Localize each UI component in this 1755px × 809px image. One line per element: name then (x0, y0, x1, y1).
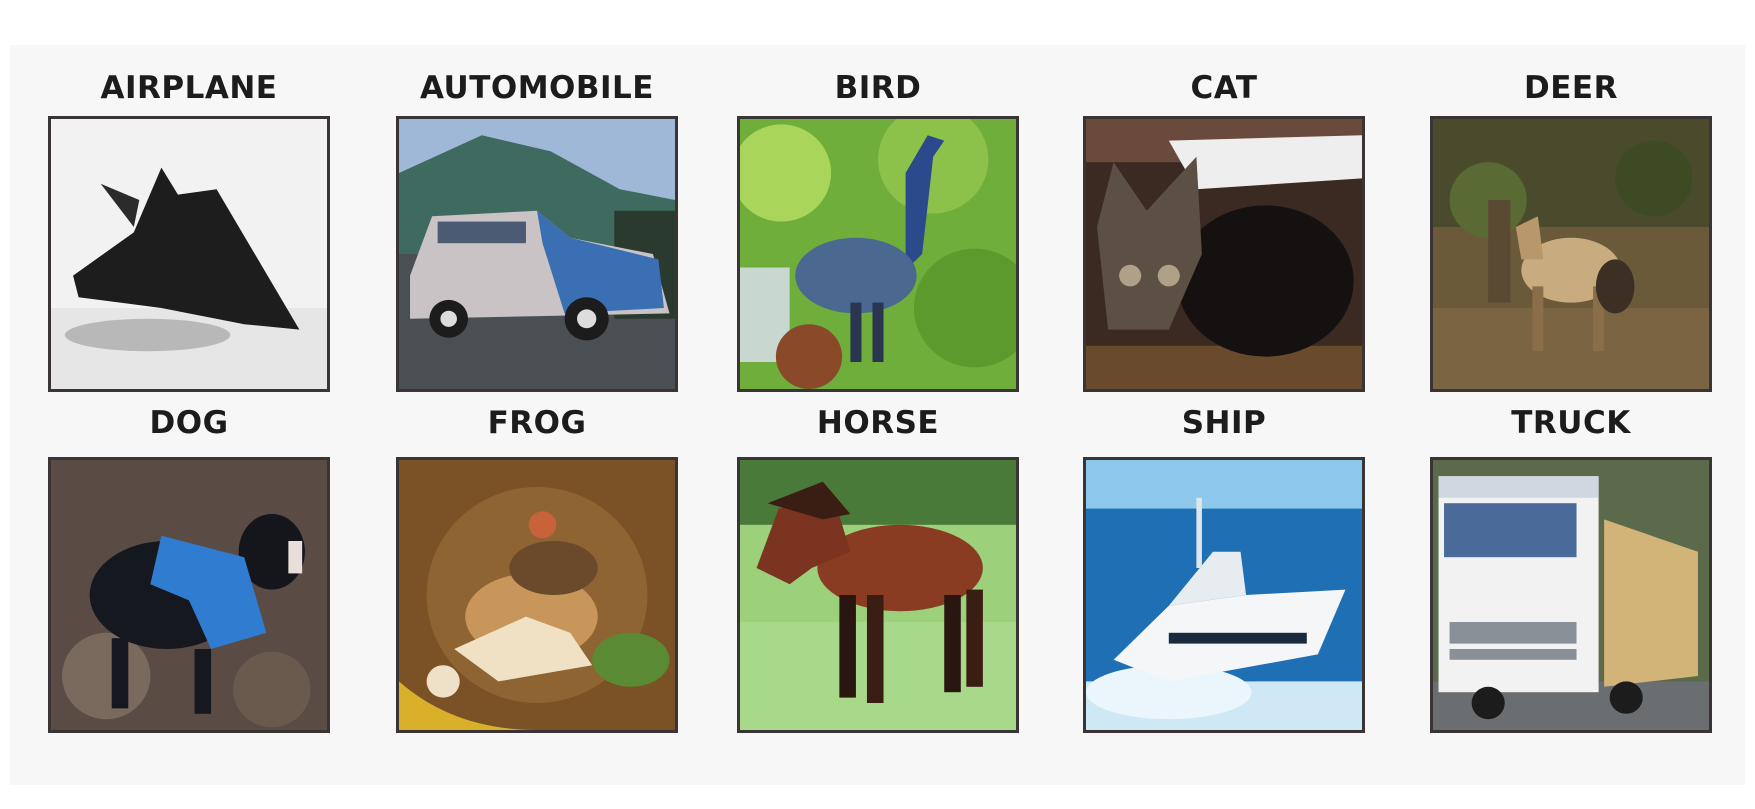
class-label: DOG (149, 405, 229, 441)
airplane-image (48, 116, 330, 392)
class-label: CAT (1190, 70, 1258, 106)
deer-image (1430, 116, 1712, 392)
truck-image (1430, 457, 1712, 733)
cat-image (1083, 116, 1365, 392)
class-label: AIRPLANE (100, 70, 278, 106)
class-label: HORSE (816, 405, 940, 441)
automobile-image (396, 116, 678, 392)
class-label: BIRD (834, 70, 922, 106)
horse-image (737, 457, 1019, 733)
dog-image (48, 457, 330, 733)
class-label: AUTOMOBILE (419, 70, 654, 106)
class-label: SHIP (1181, 405, 1267, 441)
class-label: TRUCK (1511, 405, 1631, 441)
class-label: DEER (1524, 70, 1618, 106)
bird-image (737, 116, 1019, 392)
class-label: FROG (487, 405, 587, 441)
ship-image (1083, 457, 1365, 733)
frog-image (396, 457, 678, 733)
